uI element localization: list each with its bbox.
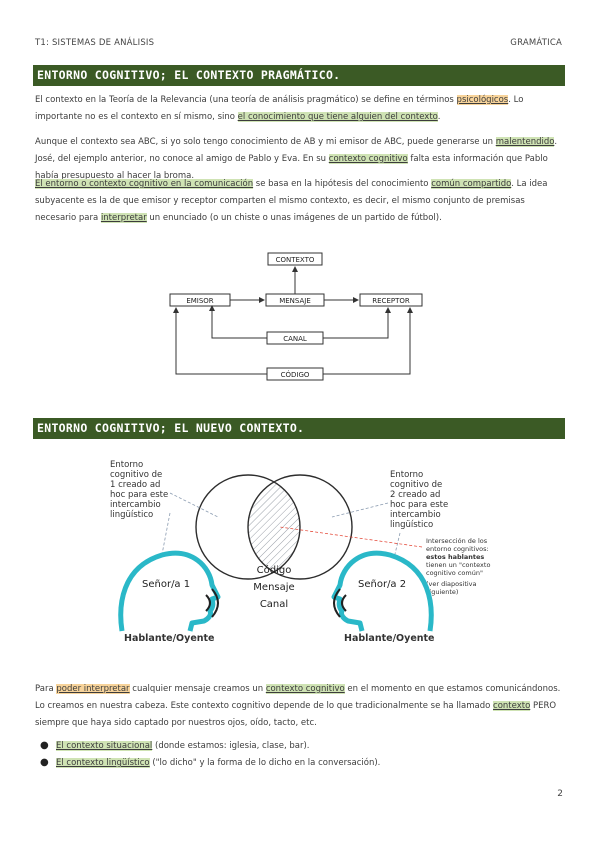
intersection-note-line-1: Intersección de los — [426, 537, 488, 545]
role-1-label: Hablante/Oyente — [124, 633, 215, 644]
left-note: Entorno cognitivo de 1 creado ad hoc par… — [110, 460, 168, 520]
right-note-line-2: cognitivo de — [390, 480, 442, 490]
left-note-line-3: 1 creado ad — [110, 480, 160, 490]
intersection-note-line-4: tienen un "contexto — [426, 561, 490, 569]
center-label-mensaje: Mensaje — [253, 582, 294, 593]
person-2-label: Señor/a 2 — [358, 579, 406, 590]
intersection-note-line-2: entorno cognitivos: — [426, 545, 489, 553]
right-note-line-6: lingüístico — [390, 520, 433, 530]
box-contexto — [267, 252, 323, 266]
left-note-line-6: lingüístico — [110, 510, 153, 520]
bullet-1-highlight: El contexto situacional — [56, 741, 153, 751]
head-left-icon — [118, 550, 221, 632]
label-emisor: EMISOR — [186, 297, 213, 305]
highlight-contexto: contexto — [493, 701, 531, 711]
intersection-note-line-7: siguiente) — [426, 588, 458, 596]
section1-paragraph-1: El contexto en la Teoría de la Relevanci… — [35, 95, 524, 122]
right-note-line-3: 2 creado ad — [390, 490, 440, 500]
label-mensaje: MENSAJE — [279, 297, 311, 305]
bullet-item-2: ● El contexto lingüístico ("lo dicho" y … — [40, 757, 381, 768]
highlight-poder-interpretar: poder interpretar — [56, 684, 130, 694]
highlight-contexto-cognitivo-2: contexto cognitivo — [265, 684, 345, 694]
label-codigo: CÓDIGO — [281, 370, 310, 379]
left-note-line-1: Entorno — [110, 460, 143, 470]
bullet-item-1: ● El contexto situacional (donde estamos… — [40, 740, 310, 751]
section2-paragraph-1: Para poder interpretar cualquier mensaje… — [35, 684, 561, 728]
highlight-contexto-cognitivo: contexto cognitivo — [328, 154, 408, 164]
highlight-entorno: El entorno o contexto cognitivo en la co… — [35, 179, 254, 189]
intersection-note-line-5: cognitivo común" — [426, 569, 483, 577]
right-note-line-1: Entorno — [390, 470, 423, 480]
highlight-conocimiento: el conocimiento que tiene alguien del co… — [237, 112, 438, 122]
intersection-note-line-3: estos hablantes — [426, 553, 484, 561]
label-contexto: CONTEXTO — [276, 256, 315, 264]
section1-title: ENTORNO COGNITIVO; EL CONTEXTO PRAGMÁTIC… — [33, 65, 565, 86]
label-canal: CANAL — [283, 335, 307, 343]
intersection-note: Intersección de los entorno cognitivos: … — [426, 537, 490, 596]
sound-waves-left-icon — [205, 588, 219, 618]
section1-paragraph-2: Aunque el contexto sea ABC, si yo solo t… — [35, 137, 558, 181]
center-label-canal: Canal — [260, 599, 288, 610]
right-note: Entorno cognitivo de 2 creado ad hoc par… — [390, 470, 448, 530]
left-note-line-2: cognitivo de — [110, 470, 162, 480]
right-note-line-5: intercambio — [390, 510, 441, 520]
box-receptor — [359, 293, 423, 307]
intersection-area — [248, 475, 300, 579]
highlight-malentendido: malentendido — [495, 137, 555, 147]
bullet-2-highlight: El contexto lingüístico — [56, 758, 150, 768]
center-label-codigo: Código — [257, 564, 292, 576]
highlight-interpretar: interpretar — [100, 213, 147, 223]
person-1-label: Señor/a 1 — [142, 579, 190, 590]
cognitive-environment-diagram: Entorno cognitivo de 1 creado ad hoc par… — [110, 460, 490, 644]
highlight-psicologicos: psicológicos — [456, 95, 509, 105]
communication-diagram: CONTEXTO EMISOR MENSAJE RECEPTOR CANAL C… — [169, 252, 423, 381]
bullet-2-text: ("lo dicho" y la forma de lo dicho en la… — [149, 758, 381, 768]
left-note-line-4: hoc para este — [110, 490, 168, 500]
right-note-line-4: hoc para este — [390, 500, 448, 510]
label-receptor: RECEPTOR — [372, 297, 410, 305]
page-number: 2 — [557, 789, 563, 799]
bullet-dot-icon: ● — [40, 757, 49, 768]
bullet-1-text: (donde estamos: iglesia, clase, bar). — [152, 741, 310, 751]
header-subject: T1: SISTEMAS DE ANÁLISIS — [35, 38, 155, 48]
left-circle — [195, 474, 301, 580]
role-2-label: Hablante/Oyente — [344, 633, 435, 644]
section2-title: ENTORNO COGNITIVO; EL NUEVO CONTEXTO. — [33, 418, 565, 439]
sound-waves-right-icon — [333, 588, 347, 618]
highlight-comun-compartido: común compartido — [431, 179, 512, 189]
left-note-line-5: intercambio — [110, 500, 161, 510]
intersection-note-line-6: (ver diapositiva — [426, 580, 477, 588]
head-right-icon — [331, 550, 434, 632]
right-circle — [247, 474, 353, 580]
section1-paragraph-3: El entorno o contexto cognitivo en la co… — [35, 179, 548, 223]
bullet-dot-icon: ● — [40, 740, 49, 751]
header-course: GRAMÁTICA — [510, 38, 562, 48]
